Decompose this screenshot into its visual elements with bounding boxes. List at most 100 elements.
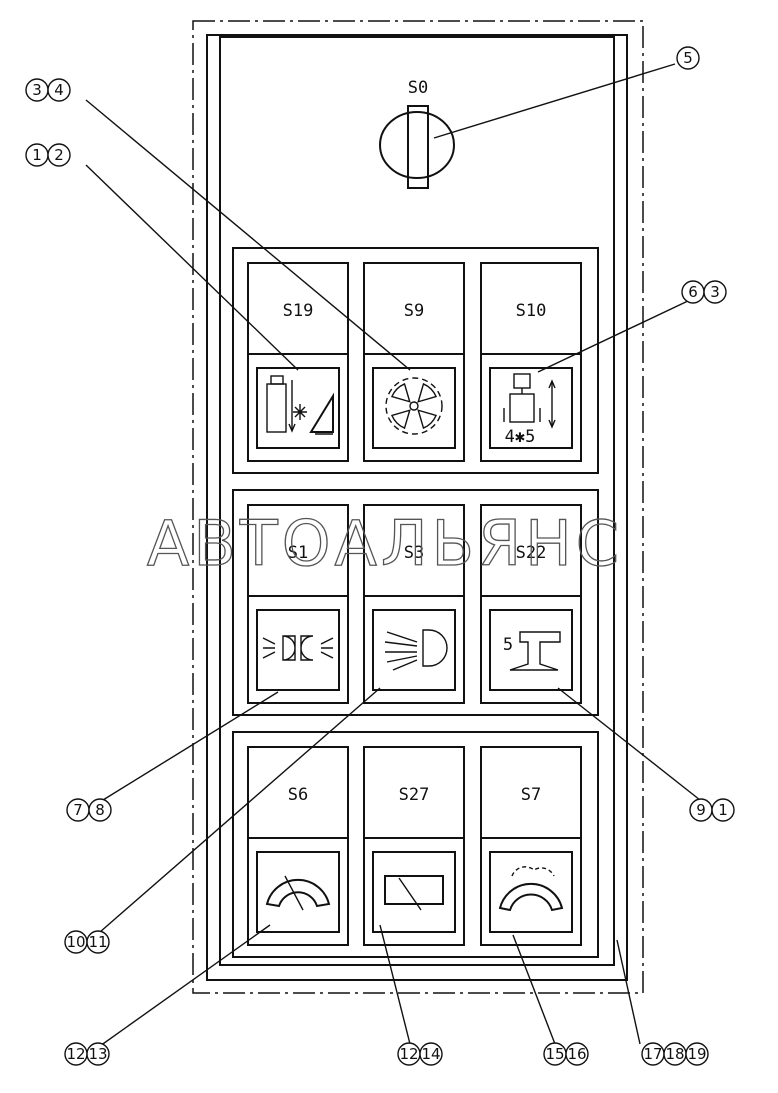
fan-icon bbox=[372, 367, 456, 449]
switch-housing bbox=[247, 746, 349, 946]
watermark: АВТОАЛЬЯНС bbox=[147, 507, 623, 580]
switch-s27: S27 bbox=[363, 746, 465, 946]
callout-number: 13 bbox=[88, 1045, 107, 1063]
callout-c5: 5 bbox=[676, 46, 700, 70]
leader-line-c12 bbox=[85, 164, 299, 371]
leader-line-c171819 bbox=[616, 939, 641, 1045]
selector-handle bbox=[407, 105, 429, 189]
switch-s10: S10 4✱5 bbox=[480, 262, 582, 462]
switch-s3: S3 bbox=[363, 504, 465, 704]
leader-line-c1011 bbox=[99, 687, 381, 933]
leader-line-c78 bbox=[102, 691, 279, 801]
switch-label: S1 bbox=[288, 543, 308, 563]
switch-housing bbox=[363, 746, 465, 946]
callout-number: 1 bbox=[32, 146, 42, 164]
rail-symbol-text: 5 bbox=[503, 635, 513, 655]
callout-circle bbox=[86, 930, 110, 954]
callout-number: 7 bbox=[73, 801, 83, 819]
panel-inner-border bbox=[219, 36, 615, 966]
lift-4x5-icon: 4✱5 bbox=[489, 367, 573, 449]
selector-switch-s0: S0 bbox=[379, 78, 455, 189]
switch-label: S22 bbox=[516, 543, 547, 563]
panel-outer-border bbox=[206, 34, 628, 981]
callout-number: 1 bbox=[718, 801, 728, 819]
callout-number: 3 bbox=[710, 283, 720, 301]
leader-line-c1214 bbox=[379, 924, 411, 1045]
callout-circle bbox=[47, 143, 71, 167]
switch-housing bbox=[480, 504, 582, 704]
rail-5-icon: 5 bbox=[489, 609, 573, 691]
height-adjust-icon bbox=[256, 367, 340, 449]
switch-s22: S22 5 bbox=[480, 504, 582, 704]
headlight-icon bbox=[372, 609, 456, 691]
callout-circle bbox=[88, 798, 112, 822]
callout-number: 3 bbox=[32, 81, 42, 99]
leader-line-c91 bbox=[557, 687, 701, 801]
parking-lights-icon bbox=[256, 609, 340, 691]
gauge-dashed-icon bbox=[489, 851, 573, 933]
gauge-icon bbox=[256, 851, 340, 933]
leader-line-c63 bbox=[537, 299, 691, 373]
switch-housing bbox=[480, 262, 582, 462]
callout-circle bbox=[47, 78, 71, 102]
switch-label: S7 bbox=[521, 785, 541, 805]
outer-dashed-frame bbox=[192, 20, 644, 994]
leader-line-c1516 bbox=[512, 934, 556, 1045]
callout-circle bbox=[685, 1042, 709, 1066]
switch-housing bbox=[363, 262, 465, 462]
switch-housing bbox=[247, 262, 349, 462]
callout-number: 10 bbox=[66, 933, 85, 951]
slash-rectangle-icon bbox=[372, 851, 456, 933]
leader-line-c34 bbox=[85, 99, 411, 371]
callout-number: 16 bbox=[567, 1045, 586, 1063]
switch-label: S9 bbox=[404, 301, 424, 321]
callout-number: 15 bbox=[545, 1045, 564, 1063]
callout-circle bbox=[565, 1042, 589, 1066]
callout-circle bbox=[86, 1042, 110, 1066]
switch-group-1-frame bbox=[232, 247, 599, 474]
switch-s19: S19 bbox=[247, 262, 349, 462]
callout-number: 17 bbox=[643, 1045, 662, 1063]
callout-number: 4 bbox=[54, 81, 64, 99]
switch-s6: S6 bbox=[247, 746, 349, 946]
switch-s7: S7 bbox=[480, 746, 582, 946]
switch-s1: S1 bbox=[247, 504, 349, 704]
switch-housing bbox=[480, 746, 582, 946]
callout-circle bbox=[676, 46, 700, 70]
callout-number: 9 bbox=[696, 801, 706, 819]
leader-line-c5 bbox=[433, 63, 676, 139]
switch-housing bbox=[247, 504, 349, 704]
switch-group-2-frame bbox=[232, 489, 599, 716]
switch-label: S6 bbox=[288, 785, 308, 805]
switch-group-3-frame bbox=[232, 731, 599, 958]
lift-symbol-text: 4✱5 bbox=[505, 427, 536, 447]
switch-housing bbox=[363, 504, 465, 704]
leader-line-c1213 bbox=[99, 924, 271, 1047]
callout-number: 18 bbox=[665, 1045, 684, 1063]
callout-number: 2 bbox=[54, 146, 64, 164]
switch-label: S3 bbox=[404, 543, 424, 563]
switch-s9: S9 bbox=[363, 262, 465, 462]
selector-label: S0 bbox=[408, 78, 428, 98]
switch-label: S19 bbox=[283, 301, 314, 321]
selector-knob bbox=[379, 111, 455, 179]
callout-circle bbox=[419, 1042, 443, 1066]
callout-number: 5 bbox=[683, 49, 693, 67]
switch-label: S10 bbox=[516, 301, 547, 321]
callout-number: 11 bbox=[88, 933, 107, 951]
callout-number: 6 bbox=[688, 283, 698, 301]
callout-number: 12 bbox=[66, 1045, 85, 1063]
callout-circle bbox=[711, 798, 735, 822]
callout-number: 19 bbox=[687, 1045, 706, 1063]
